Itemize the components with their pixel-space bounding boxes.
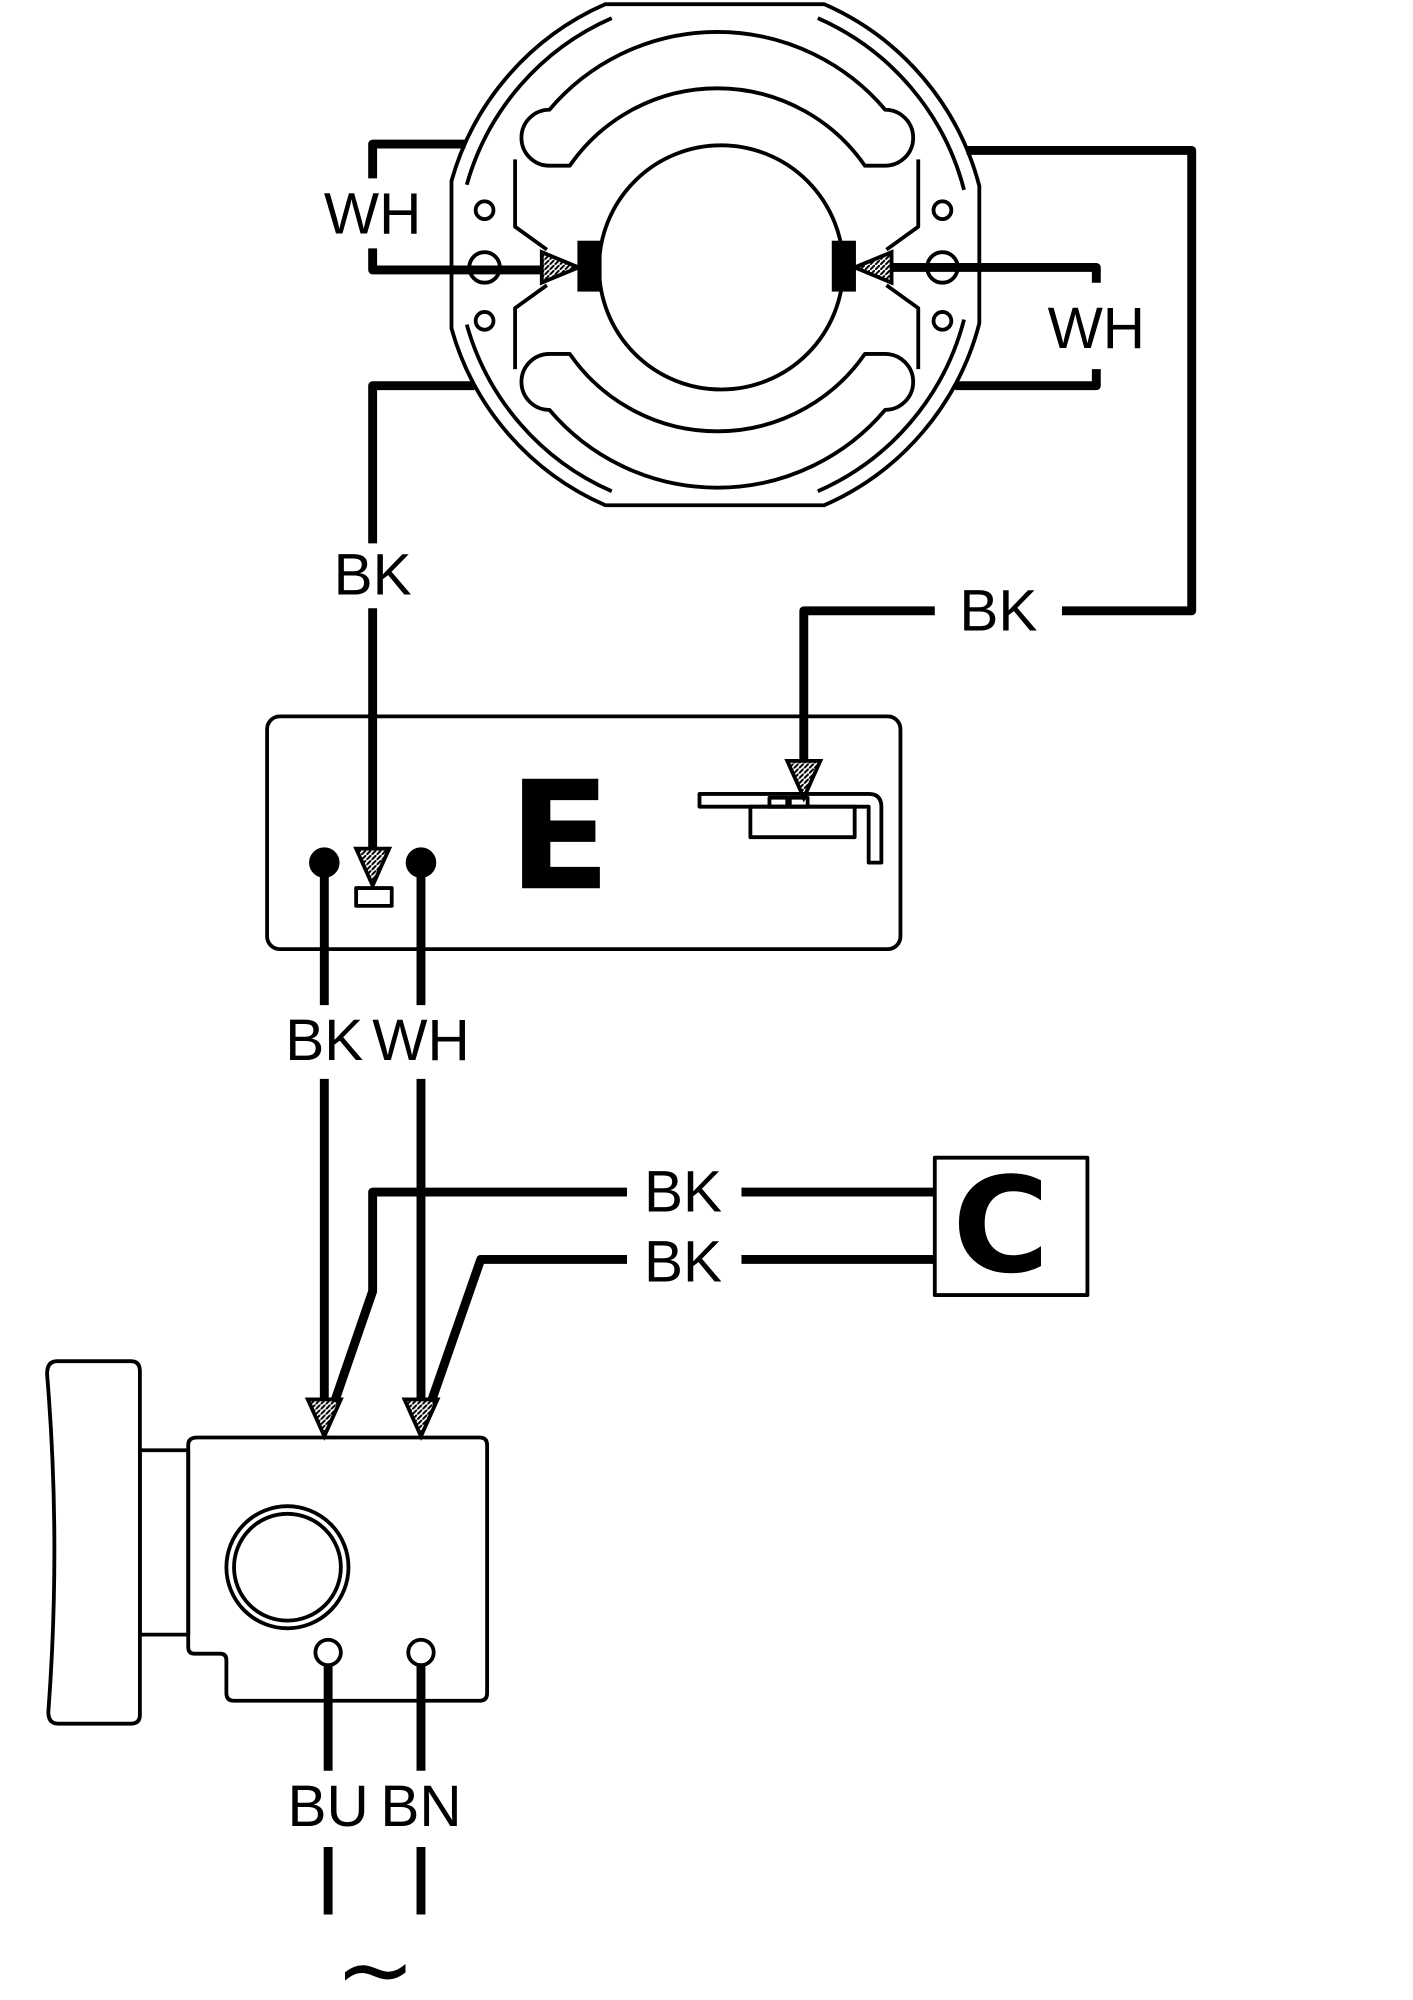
mounting-hole <box>931 199 954 222</box>
motor-housing-outline <box>449 2 982 508</box>
wire-segment <box>330 1187 628 1404</box>
arrowhead-icon <box>401 1397 441 1441</box>
wire-segment <box>890 262 1101 283</box>
capacitor-box <box>932 1155 1090 1297</box>
capacitor-wire-lower: BK <box>426 1229 935 1404</box>
capacitor-wire-upper: BK <box>330 1160 935 1404</box>
connector-pin <box>787 795 810 809</box>
trigger-switch <box>45 1359 490 1726</box>
wire-segment <box>426 1255 628 1404</box>
motor-housing-inner-arc <box>817 319 966 494</box>
wire-label-bn: BN <box>380 1774 461 1839</box>
mounting-hole <box>473 310 496 332</box>
wire-label-wh-output: WH <box>372 1008 469 1073</box>
connector-pin <box>767 795 790 809</box>
wire-label-wh-left: WH <box>324 182 421 247</box>
connector-bracket <box>697 792 884 865</box>
wire-label-bk-output: BK <box>285 1008 363 1073</box>
motor-housing-inner-arc <box>464 16 613 186</box>
motor-housing-inner-arc <box>464 324 613 494</box>
switch-dial-inner <box>232 1511 343 1623</box>
wire-label-bk-left: BK <box>334 543 412 608</box>
lead-motor-to-e-right: BK <box>784 145 1197 803</box>
lead-motor-to-e-left: BK <box>334 381 475 891</box>
rotor <box>597 143 846 392</box>
electronic-module-label: E <box>508 750 611 924</box>
switch-terminal-left <box>313 1637 343 1668</box>
wire-segment <box>368 139 466 179</box>
wire-label-bk-cap-upper: BK <box>644 1160 722 1225</box>
wire-label-bk-right: BK <box>959 578 1037 643</box>
stator-slot-bottom <box>519 352 916 490</box>
capacitor: C <box>932 1149 1090 1303</box>
terminal-tab <box>354 886 394 908</box>
stator-slot-top <box>519 30 916 168</box>
wire-label-wh-right: WH <box>1048 296 1145 361</box>
mounting-hole <box>473 199 496 222</box>
carbon-brush-left <box>577 240 602 292</box>
field-wire-left: WH <box>324 139 584 286</box>
arrowhead-icon <box>304 1397 344 1441</box>
carbon-brush-right <box>831 240 856 292</box>
arrowhead-icon <box>784 758 824 803</box>
switch-trigger-stem <box>137 1448 191 1637</box>
e-output-left: BK <box>285 862 363 1441</box>
switch-dial-outer <box>224 1504 351 1631</box>
motor-housing-inner-arc <box>817 16 966 191</box>
supply-lead-left: BU <box>287 1665 369 1915</box>
wire-label-bk-cap-lower: BK <box>644 1229 722 1294</box>
connector-body <box>748 804 857 840</box>
arrowhead-icon <box>353 846 393 891</box>
wire-segment <box>799 606 935 761</box>
wire-label-bu: BU <box>287 1774 368 1839</box>
wire-segment <box>368 381 475 544</box>
connector-icon <box>697 792 884 865</box>
wire-segment <box>368 248 545 275</box>
e-output-right: WH <box>372 862 470 1441</box>
electronic-module-box <box>265 714 903 952</box>
motor <box>449 2 982 508</box>
brush-holder-left <box>513 159 549 370</box>
arrowhead-icon <box>849 249 894 286</box>
switch-terminal-right <box>406 1637 436 1668</box>
switch-body <box>186 1435 490 1703</box>
mounting-hole <box>931 310 954 332</box>
supply-lead-right: BN <box>380 1665 462 1915</box>
ac-supply-symbol: ~ <box>335 1913 416 2000</box>
arrowhead-icon <box>539 249 584 286</box>
switch-trigger <box>45 1359 142 1726</box>
capacitor-label: C <box>952 1149 1049 1303</box>
wire-segment <box>966 145 1197 616</box>
brush-holder-right <box>885 159 921 370</box>
field-wire-right: WH <box>849 249 1145 391</box>
wire-segment <box>955 369 1101 391</box>
